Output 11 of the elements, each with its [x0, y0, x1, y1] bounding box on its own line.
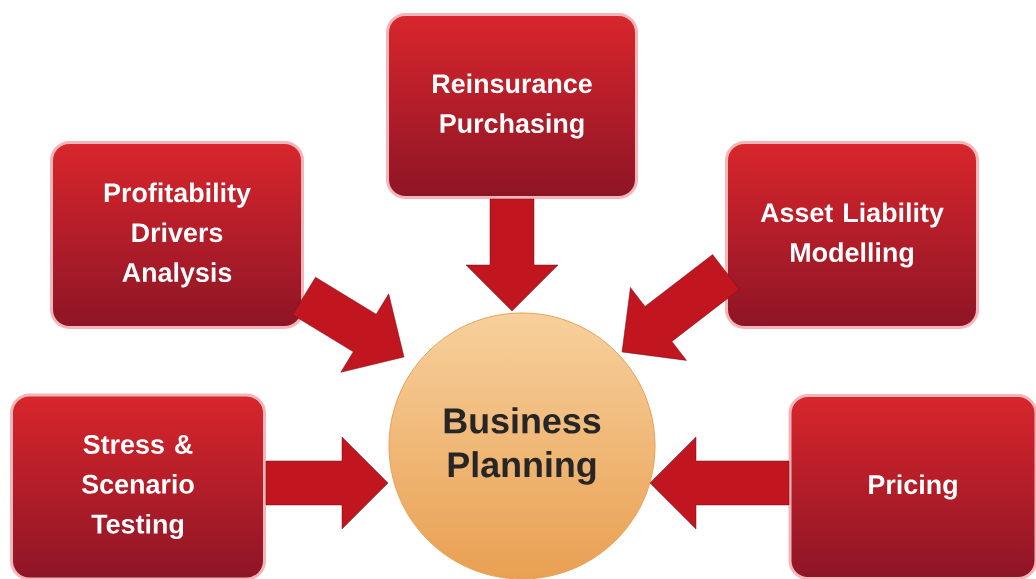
process-box: Stress & Scenario Testing — [10, 393, 266, 579]
circle-node: Business Planning — [388, 312, 656, 579]
process-box: Reinsurance Purchasing — [386, 13, 638, 199]
process-box: Asset Liability Modelling — [725, 141, 979, 329]
block-arrow — [649, 436, 790, 530]
process-box: Profitability Drivers Analysis — [50, 141, 304, 329]
block-arrow — [465, 198, 559, 312]
process-box: Pricing — [788, 394, 1036, 579]
block-arrow — [265, 436, 389, 530]
block-arrow — [292, 276, 405, 373]
block-arrow — [621, 254, 740, 361]
